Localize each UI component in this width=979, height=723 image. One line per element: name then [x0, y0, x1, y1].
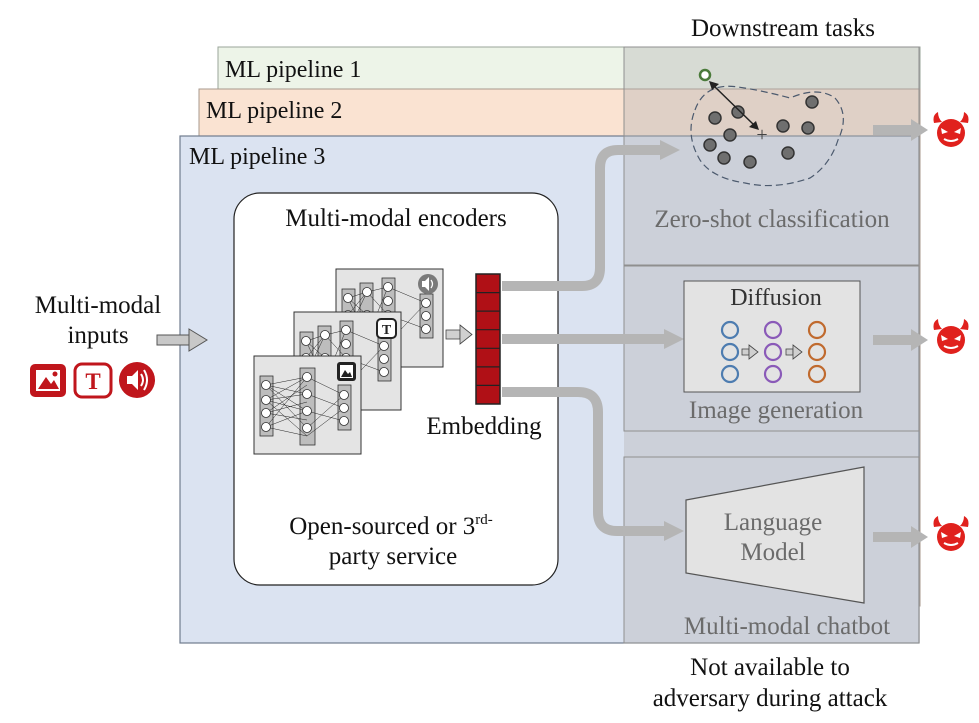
arrowhead-diffusion — [664, 329, 684, 349]
encoders-footer-line1: Open-sourced or 3rd- — [289, 512, 493, 540]
svg-text:T: T — [85, 369, 100, 394]
diffusion-arrows — [741, 344, 803, 360]
target-point — [698, 68, 712, 82]
inputs-label-line1: Multi-modal — [35, 292, 161, 319]
devil-icon — [932, 318, 970, 355]
image-gen-box — [623, 265, 920, 432]
unavailable-note-line2: adversary during attack — [653, 685, 888, 712]
diffusion-layer-2 — [763, 320, 783, 384]
image-icon — [30, 364, 66, 397]
diffusion-label: Diffusion — [730, 285, 822, 311]
inputs-label-line2: inputs — [67, 322, 128, 349]
arrow-to-language-model — [502, 387, 664, 536]
plus-icon: + — [756, 124, 767, 146]
devil-icon — [932, 111, 970, 148]
image-encoder-card — [253, 355, 362, 455]
devil-icon — [932, 515, 970, 552]
language-model-line1: Language — [724, 509, 823, 536]
arrowhead-language-model — [664, 521, 684, 541]
audio-icon — [119, 362, 155, 398]
pipeline-3-label: ML pipeline 3 — [189, 144, 325, 170]
encoder-to-embedding-arrow — [445, 324, 473, 345]
arrowhead-zero-shot — [660, 140, 680, 160]
pipeline-1-label: ML pipeline 1 — [225, 57, 361, 83]
embedding-label: Embedding — [426, 413, 542, 440]
downstream-tasks-title: Downstream tasks — [691, 15, 875, 42]
encoders-footer-sup: rd- — [475, 512, 493, 528]
zero-shot-box — [623, 46, 920, 266]
language-model-shape — [685, 466, 865, 604]
diffusion-box — [683, 280, 861, 393]
zero-shot-label: Zero-shot classification — [654, 206, 890, 233]
unavailable-note-line1: Not available to — [690, 654, 850, 681]
encoders-footer-text: Open-sourced or 3 — [289, 513, 475, 540]
encoders-footer-line2: party service — [329, 543, 457, 570]
encoders-title: Multi-modal encoders — [285, 205, 506, 232]
perturbation-arrow — [709, 81, 759, 130]
output-arrows — [873, 119, 928, 548]
embedding-space-blob — [690, 85, 844, 187]
input-arrow — [156, 328, 208, 352]
embedding-vector — [475, 273, 501, 405]
embedding-points — [703, 95, 819, 169]
diffusion-layer-1 — [720, 320, 740, 384]
image-generation-label: Image generation — [689, 397, 864, 424]
text-icon: T — [376, 318, 397, 339]
pipeline-2-label: ML pipeline 2 — [206, 98, 342, 124]
text-icon: T — [73, 362, 113, 399]
chatbot-label: Multi-modal chatbot — [684, 613, 890, 640]
embedding-output-arrows — [502, 145, 664, 536]
language-model-line2: Model — [740, 539, 805, 566]
arrow-to-zero-shot — [502, 145, 660, 291]
image-icon — [337, 362, 356, 381]
chatbot-box — [623, 456, 920, 644]
svg-text:T: T — [382, 323, 392, 338]
diffusion-layer-3 — [807, 320, 827, 384]
